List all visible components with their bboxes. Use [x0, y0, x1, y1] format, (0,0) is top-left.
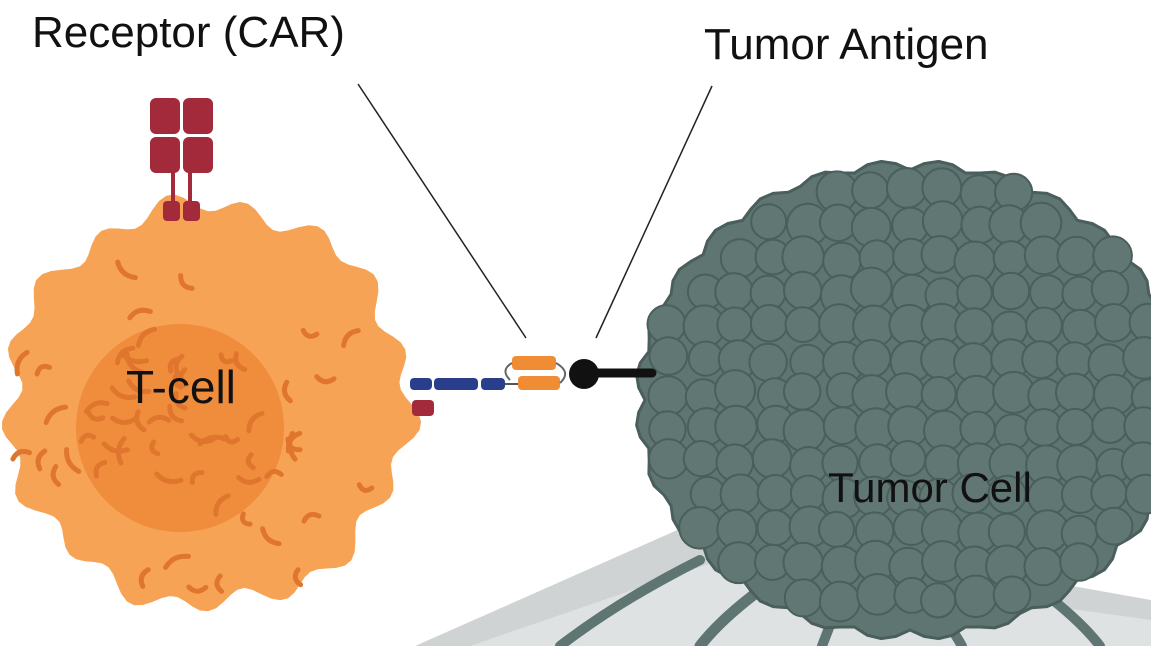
receptor-leader-line	[357, 83, 527, 339]
antigen-label: Tumor Antigen	[704, 20, 989, 69]
tumor-cell-label: Tumor Cell	[828, 464, 1032, 511]
antigen-leader-line	[595, 85, 713, 339]
tumor-antigen-icon	[569, 359, 599, 389]
receptor-label: Receptor (CAR)	[32, 8, 345, 57]
car-receptor-icon	[410, 356, 567, 416]
car-receptor-top-icon	[150, 98, 213, 221]
t-cell-label: T-cell	[126, 361, 236, 413]
t-cell-nucleus	[76, 324, 284, 532]
tumor-cell-illustration	[593, 159, 1151, 641]
t-cell-illustration	[2, 194, 422, 612]
